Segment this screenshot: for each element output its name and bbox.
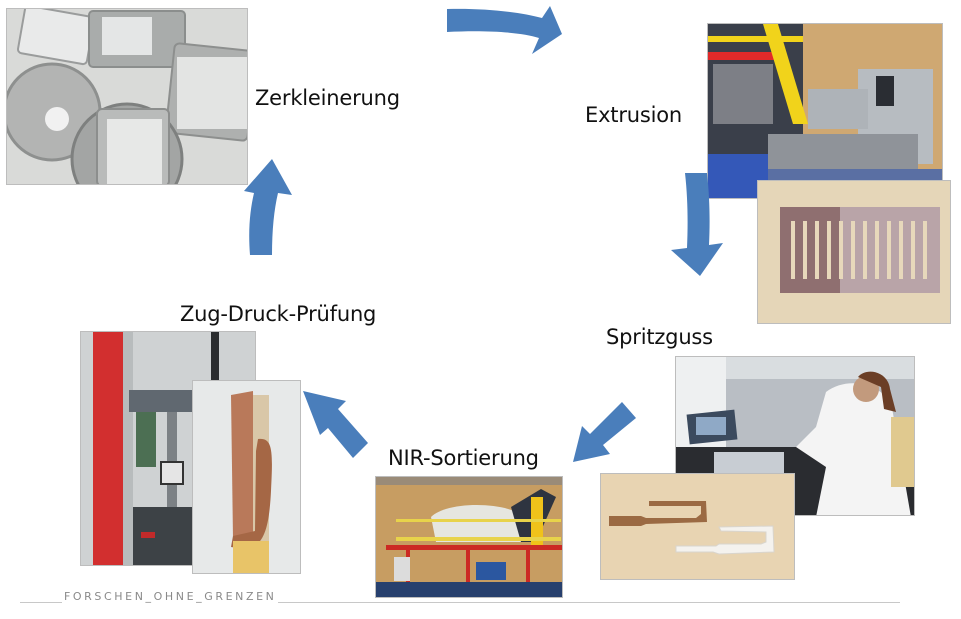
step-label-nir-sortierung: NIR-Sortierung xyxy=(388,446,539,470)
step-label-spritzguss: Spritzguss xyxy=(606,325,713,349)
step-label-zerkleinerung: Zerkleinerung xyxy=(255,86,400,110)
footer-tagline: FORSCHEN_OHNE_GRENZEN xyxy=(64,590,277,603)
step-label-extrusion: Extrusion xyxy=(585,103,683,127)
zug-druck-pruefung-specimen-photo xyxy=(192,380,301,574)
footer-line-left xyxy=(20,602,62,603)
arrow-up-icon xyxy=(242,155,302,260)
footer-line-right xyxy=(278,602,900,603)
zerkleinerung-photo xyxy=(6,8,248,185)
step-label-zug-druck-pruefung: Zug-Druck-Prüfung xyxy=(180,302,377,326)
arrow-down-icon xyxy=(665,170,730,280)
extrusion-specimen-photo xyxy=(757,180,951,324)
spritzguss-parts-photo xyxy=(600,473,795,580)
nir-sortierung-photo xyxy=(375,476,563,598)
arrow-up-left-icon xyxy=(298,383,378,463)
arrow-right-icon xyxy=(440,0,570,60)
arrow-down-left-icon xyxy=(568,398,643,468)
extrusion-photo xyxy=(707,23,943,199)
